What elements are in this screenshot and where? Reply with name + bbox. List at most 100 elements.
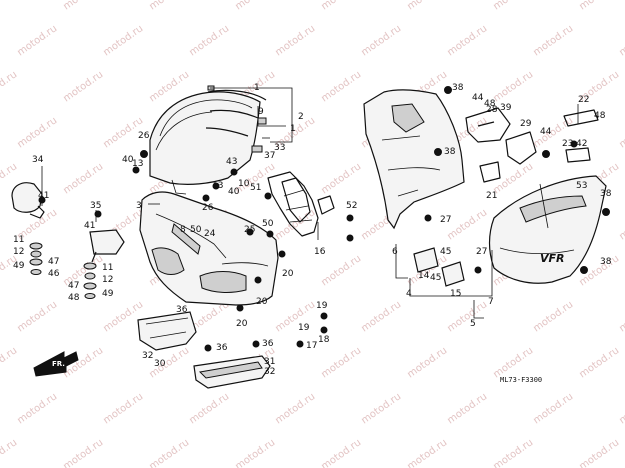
callout-38[interactable]: 38 xyxy=(600,189,612,199)
callout-9[interactable]: 9 xyxy=(258,107,264,117)
callout-18[interactable]: 18 xyxy=(318,335,330,345)
callout-41[interactable]: 41 xyxy=(84,221,95,231)
callout-40[interactable]: 40 xyxy=(228,187,240,197)
clip-53[interactable] xyxy=(565,147,591,163)
callout-50[interactable]: 50 xyxy=(262,219,274,229)
callout-7[interactable]: 7 xyxy=(488,297,494,307)
callout-23[interactable]: 23 xyxy=(562,139,573,149)
callout-11[interactable]: 11 xyxy=(102,263,113,273)
callout-49[interactable]: 49 xyxy=(13,261,25,271)
callout-34[interactable]: 34 xyxy=(32,155,44,165)
callout-20[interactable]: 20 xyxy=(236,319,248,329)
callout-22[interactable]: 22 xyxy=(578,95,589,105)
callout-3[interactable]: 3 xyxy=(136,201,142,211)
callout-14[interactable]: 14 xyxy=(418,271,430,281)
watermark-text: motod.ru xyxy=(359,23,403,58)
callout-1[interactable]: 1 xyxy=(290,124,296,134)
callout-25[interactable]: 25 xyxy=(244,225,255,235)
callout-38[interactable]: 38 xyxy=(452,83,464,93)
callout-36[interactable]: 36 xyxy=(176,305,188,315)
callout-24[interactable]: 24 xyxy=(204,229,216,239)
fairing-stay[interactable] xyxy=(267,171,335,237)
callout-26[interactable]: 26 xyxy=(138,131,150,141)
callout-5[interactable]: 5 xyxy=(470,319,476,329)
callout-38[interactable]: 38 xyxy=(444,147,456,157)
callout-46[interactable]: 46 xyxy=(48,269,60,279)
lower-cover-left[interactable] xyxy=(137,311,197,351)
callout-4[interactable]: 4 xyxy=(406,289,412,299)
callout-48[interactable]: 48 xyxy=(68,293,80,303)
lower-cowl[interactable] xyxy=(488,175,607,284)
callout-1[interactable]: 1 xyxy=(254,83,260,93)
callout-50[interactable]: 50 xyxy=(190,225,202,235)
callout-32[interactable]: 32 xyxy=(142,351,153,361)
callout-17[interactable]: 17 xyxy=(306,341,317,351)
callout-39[interactable]: 39 xyxy=(500,103,512,113)
callout-49[interactable]: 49 xyxy=(102,289,114,299)
callout-27[interactable]: 27 xyxy=(476,247,487,257)
callout-47[interactable]: 47 xyxy=(68,281,79,291)
windscreen[interactable] xyxy=(149,91,261,195)
watermark-text: motod.ru xyxy=(233,0,277,12)
watermark-text: motod.ru xyxy=(359,391,403,426)
callout-53[interactable]: 53 xyxy=(576,181,587,191)
watermark-text: motod.ru xyxy=(15,23,59,58)
callout-40[interactable]: 40 xyxy=(122,155,134,165)
callout-15[interactable]: 15 xyxy=(450,289,461,299)
callout-37[interactable]: 37 xyxy=(264,151,275,161)
callout-36[interactable]: 36 xyxy=(262,339,274,349)
upper-cowl[interactable] xyxy=(139,191,279,306)
callout-20[interactable]: 20 xyxy=(282,269,294,279)
mirror-right[interactable] xyxy=(89,229,125,263)
callout-26[interactable]: 26 xyxy=(202,203,214,213)
callout-13[interactable]: 13 xyxy=(212,181,223,191)
callout-20[interactable]: 20 xyxy=(256,297,268,307)
plate-14[interactable] xyxy=(413,247,439,273)
callout-12[interactable]: 12 xyxy=(13,247,24,257)
callout-42[interactable]: 42 xyxy=(576,139,587,149)
callout-10[interactable]: 10 xyxy=(238,179,250,189)
callout-45[interactable]: 45 xyxy=(430,273,441,283)
callout-44[interactable]: 44 xyxy=(472,93,484,103)
callout-38[interactable]: 38 xyxy=(600,257,612,267)
callout-19[interactable]: 19 xyxy=(298,323,310,333)
callout-16[interactable]: 16 xyxy=(314,247,326,257)
plate-22[interactable] xyxy=(563,109,599,127)
callout-29[interactable]: 29 xyxy=(520,119,532,129)
callout-41[interactable]: 41 xyxy=(38,191,49,201)
callout-11[interactable]: 11 xyxy=(13,235,24,245)
callout-44[interactable]: 44 xyxy=(540,127,552,137)
callout-47[interactable]: 47 xyxy=(48,257,59,267)
watermark-text: motod.ru xyxy=(101,23,145,58)
callout-19[interactable]: 19 xyxy=(316,301,328,311)
callout-31[interactable]: 31 xyxy=(264,357,275,367)
callout-33[interactable]: 33 xyxy=(274,143,285,153)
bracket-lower-right[interactable] xyxy=(479,161,501,183)
callout-35[interactable]: 35 xyxy=(90,201,101,211)
callout-30[interactable]: 30 xyxy=(154,359,166,369)
watermark-text: motod.ru xyxy=(273,391,317,426)
lower-cover-right[interactable] xyxy=(193,355,271,389)
callout-2[interactable]: 2 xyxy=(298,112,304,122)
callout-28[interactable]: 28 xyxy=(486,105,498,115)
callout-52[interactable]: 52 xyxy=(346,201,357,211)
callout-27[interactable]: 27 xyxy=(440,215,451,225)
left-middle-cowl[interactable] xyxy=(363,89,465,230)
plate-15[interactable] xyxy=(441,261,465,287)
watermark-text: motod.ru xyxy=(101,391,145,426)
callout-43[interactable]: 43 xyxy=(226,157,237,167)
callout-6[interactable]: 6 xyxy=(392,247,398,257)
callout-32[interactable]: 32 xyxy=(264,367,275,377)
callout-12[interactable]: 12 xyxy=(102,275,113,285)
callout-51[interactable]: 51 xyxy=(250,183,261,193)
callout-8[interactable]: 8 xyxy=(180,225,186,235)
bracket-upper-right[interactable] xyxy=(465,107,511,143)
callout-48[interactable]: 48 xyxy=(484,99,496,109)
bracket-mid-right[interactable] xyxy=(505,131,537,165)
callout-21[interactable]: 21 xyxy=(486,191,497,201)
callout-48[interactable]: 48 xyxy=(594,111,606,121)
callout-36[interactable]: 36 xyxy=(216,343,228,353)
watermark-text: motod.ru xyxy=(405,0,449,12)
callout-13[interactable]: 13 xyxy=(132,159,143,169)
callout-45[interactable]: 45 xyxy=(440,247,451,257)
